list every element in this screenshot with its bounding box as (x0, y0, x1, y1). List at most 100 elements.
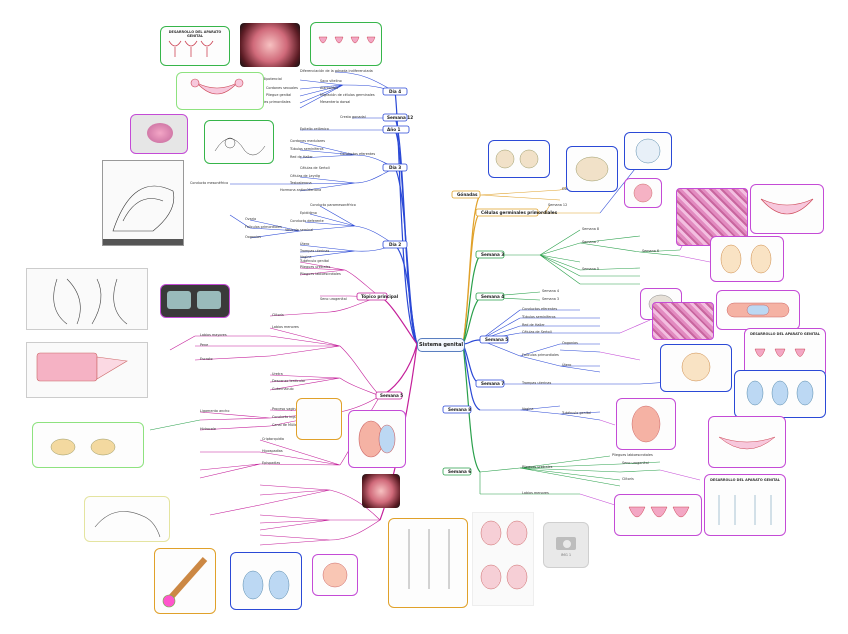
section-long-icon (726, 302, 790, 318)
uterus-diagram-icon (168, 40, 214, 57)
label-node[interactable]: Criptorquidia (262, 437, 285, 441)
branch-semana-5-left[interactable]: Semana 5 (380, 393, 404, 398)
label-node[interactable]: Oogonias (245, 235, 261, 239)
label-node[interactable]: Semana 8 (582, 227, 600, 231)
label-node[interactable]: Labios mayores (200, 333, 227, 337)
branch-semana-12[interactable]: Semana 12 (387, 115, 414, 120)
label-node[interactable]: Células de Sertoli (522, 330, 552, 334)
label-node[interactable]: Mesenterio dorsal (320, 100, 351, 104)
label-node[interactable]: Pliegue genital (266, 93, 292, 97)
branch-dia-4[interactable]: Día 4 (389, 89, 402, 94)
label-node[interactable]: Tubérculo genital (300, 259, 330, 263)
label-node[interactable]: Tubérculo genital (562, 411, 592, 415)
label-node[interactable]: Trompas uterinas (300, 249, 330, 253)
diagram-image-sagittal (102, 160, 184, 246)
label-node[interactable]: Uretra (272, 372, 283, 376)
label-node[interactable]: Conducto deferente (290, 219, 324, 223)
label-node[interactable]: Ligamento ancho (200, 409, 230, 413)
label-node[interactable]: Trompas uterinas (522, 381, 552, 385)
image-title-right2: DESARROLLO DEL APARATO GENITAL (710, 478, 780, 482)
label-node[interactable]: Labios menores (272, 325, 299, 329)
label-node[interactable]: Pene (200, 343, 209, 347)
branch-dia-2[interactable]: Día 2 (389, 242, 402, 247)
label-node[interactable]: Cordones medulares (290, 139, 325, 143)
label-node[interactable]: Conducto inguinal (272, 415, 303, 419)
label-node[interactable]: Vagina (300, 255, 312, 259)
label-node[interactable]: Conducto mesonéfrico (190, 181, 229, 185)
label-node[interactable]: Red de Haller (522, 323, 545, 327)
label-node[interactable]: Células de Sertoli (300, 166, 330, 170)
branch-gonadas[interactable]: Gónadas (457, 192, 478, 197)
label-node[interactable]: Pliegues uretrales (522, 465, 553, 469)
uterus-variants-icon (318, 36, 376, 44)
label-node[interactable]: Semana 7 (582, 240, 600, 244)
label-node[interactable]: Migración de células germinales (320, 93, 375, 97)
label-node[interactable]: Útero (562, 363, 572, 367)
central-topic[interactable]: Sistema genital (417, 338, 465, 352)
label-node[interactable]: Hormona antimülleriana (280, 188, 322, 192)
label-node[interactable]: Saco vitelino (320, 79, 342, 83)
label-node[interactable]: Testosterona (290, 181, 312, 185)
label-node[interactable]: Epitelio celómico (300, 127, 329, 131)
label-node[interactable]: Folículos primordiales (245, 225, 282, 229)
label-node[interactable]: Células de Leydig (290, 174, 320, 178)
label-node[interactable]: Vagina (522, 407, 534, 411)
label-node[interactable]: Vesícula seminal (285, 228, 314, 232)
label-node[interactable]: Cordones sexuales (266, 86, 298, 90)
label-node[interactable]: Descenso testicular (272, 379, 306, 383)
label-node[interactable]: Oogonias (562, 341, 578, 345)
label-node[interactable]: Semana 3 (542, 297, 560, 301)
label-node[interactable]: Escroto (200, 357, 213, 361)
label-node[interactable]: Pliegues uretrales (300, 265, 331, 269)
branch-celulas-germinales[interactable]: Células germinales primordiales (481, 210, 558, 215)
branch-semana-3[interactable]: Semana 3 (481, 252, 505, 257)
label-node[interactable]: Diferenciación de la gónada indiferencia… (300, 69, 373, 73)
branch-topico-principal[interactable]: Tópico principal (361, 294, 399, 299)
label-node[interactable]: Semana 12 (548, 203, 568, 207)
label-node[interactable]: Conductos eferentes (340, 152, 376, 156)
label-node[interactable]: Pliegues labioescrotales (300, 272, 341, 276)
histology-photo (130, 114, 188, 154)
label-node[interactable]: Hidrocele (200, 427, 217, 431)
label-node[interactable]: Ovario (245, 217, 257, 221)
label-node[interactable]: Seno urogenital (622, 461, 649, 465)
label-node[interactable]: Túbulos seminíferos (522, 315, 556, 319)
mesonephros-icon (53, 278, 128, 325)
label-node[interactable]: Conducto paramesonéfrico (310, 203, 356, 207)
label-node[interactable]: Alantoides (320, 86, 338, 90)
label-node[interactable]: Cresta gonadal (340, 115, 366, 119)
label-node[interactable]: Canal de Müller (272, 423, 299, 427)
label-node[interactable]: Hipospadias (262, 449, 283, 453)
image-title-right: DESARROLLO DEL APARATO GENITAL (750, 332, 820, 336)
diagram-image-top: DESARROLLO DEL APARATO GENITAL (160, 26, 230, 66)
label-node[interactable]: Túbulos seminíferos (290, 147, 324, 151)
label-node[interactable]: Epispadias (262, 461, 281, 465)
image-placeholder[interactable]: IMG 1 (543, 522, 589, 568)
diagram-image-reproductive (176, 72, 264, 110)
label-node[interactable]: Folículos primordiales (522, 353, 559, 357)
label-node[interactable]: Epidídimo (300, 211, 317, 215)
label-node[interactable]: Semana 6 (642, 249, 660, 253)
branch-semana-6[interactable]: Semana 6 (448, 469, 472, 474)
branch-dia-3[interactable]: Día 3 (389, 165, 402, 170)
ducts-icon (408, 529, 450, 589)
label-node[interactable]: Bipotencial (263, 77, 282, 81)
label-node[interactable]: Seno urogenital (320, 297, 347, 301)
label-node[interactable]: Gubernáculo (272, 387, 294, 391)
label-node[interactable]: Clítoris (272, 313, 284, 317)
label-node[interactable]: Red de Haller (290, 155, 313, 159)
label-node[interactable]: Proceso vaginal (272, 407, 299, 411)
label-node[interactable]: Labios menores (522, 491, 549, 495)
label-node[interactable]: Conductos eferentes (522, 307, 558, 311)
label-node[interactable]: Útero (300, 242, 310, 246)
branch-semana-4[interactable]: Semana 4 (481, 294, 505, 299)
label-node[interactable]: Semana 5 (582, 267, 600, 271)
label-node[interactable]: Pliegues labioescrotales (612, 453, 653, 457)
label-node[interactable]: Clítoris (622, 477, 634, 481)
branch-semana-8[interactable]: Semana 8 (448, 407, 472, 412)
branch-ano-1[interactable]: Año 1 (387, 127, 401, 132)
diagram-image-oocyte (624, 178, 662, 208)
label-node[interactable]: Semana 4 (542, 289, 560, 293)
branch-semana-7[interactable]: Semana 7 (481, 381, 505, 386)
branch-semana-5[interactable]: Semana 5 (485, 337, 509, 342)
